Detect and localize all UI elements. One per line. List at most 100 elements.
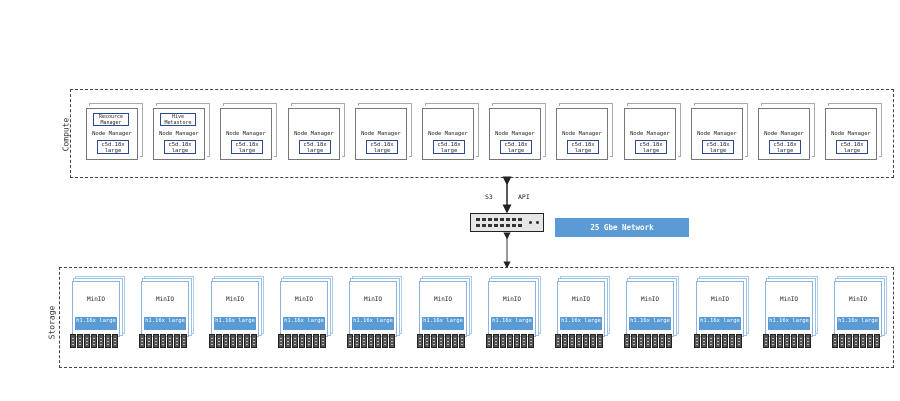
node-manager-label: Node Manager: [428, 131, 468, 137]
disk-drive-icon: [278, 334, 284, 348]
switch-port: [512, 218, 516, 221]
node-manager-label: Node Manager: [630, 131, 670, 137]
storage-instance-type: h1.16x large: [491, 317, 533, 330]
node-manager-label: Node Manager: [361, 131, 401, 137]
disk-drive-icon: [459, 334, 465, 348]
node-manager-label: Node Manager: [294, 131, 334, 137]
compute-section: [70, 89, 894, 178]
disk-drive-icon: [839, 334, 845, 348]
minio-label: MinIO: [294, 296, 314, 303]
disk-drive-icon: [555, 334, 561, 348]
disk-drives: [209, 334, 257, 348]
switch-led: [529, 221, 532, 224]
disk-drive-icon: [452, 334, 458, 348]
disk-drive-icon: [631, 334, 637, 348]
storage-instance-type: h1.16x large: [352, 317, 394, 330]
disk-drive-icon: [320, 334, 326, 348]
switch-port: [512, 224, 516, 227]
disk-drive-icon: [285, 334, 291, 348]
disk-drives: [347, 334, 395, 348]
disk-drive-icon: [659, 334, 665, 348]
compute-instance-type: c5d.18x large: [567, 140, 599, 154]
disk-drive-icon: [624, 334, 630, 348]
switch-port: [488, 218, 492, 221]
compute-instance-type: c5d.18x large: [836, 140, 868, 154]
disk-drive-icon: [521, 334, 527, 348]
compute-instance-type: c5d.18x large: [299, 140, 331, 154]
disk-drive-icon: [583, 334, 589, 348]
disk-drive-icon: [507, 334, 513, 348]
disk-drives: [763, 334, 811, 348]
minio-label: MinIO: [363, 296, 383, 303]
disk-drive-icon: [645, 334, 651, 348]
disk-drive-icon: [798, 334, 804, 348]
disk-drive-icon: [729, 334, 735, 348]
minio-label: MinIO: [571, 296, 591, 303]
node-manager-label: Node Manager: [495, 131, 535, 137]
compute-instance-type: c5d.18x large: [702, 140, 734, 154]
node-manager-label: Node Manager: [831, 131, 871, 137]
disk-drives: [694, 334, 742, 348]
minio-label: MinIO: [433, 296, 453, 303]
disk-drive-icon: [237, 334, 243, 348]
disk-drive-icon: [139, 334, 145, 348]
compute-section-label: Compute: [61, 117, 71, 152]
disk-drive-icon: [98, 334, 104, 348]
node-manager-label: Node Manager: [226, 131, 266, 137]
disk-drives: [278, 334, 326, 348]
compute-node: Node Manager c5d.18x large: [220, 108, 272, 160]
switch-port: [476, 224, 480, 227]
disk-drive-icon: [424, 334, 430, 348]
disk-drive-icon: [784, 334, 790, 348]
minio-label: MinIO: [710, 296, 730, 303]
disk-drive-icon: [666, 334, 672, 348]
compute-instance-type: c5d.18x large: [231, 140, 263, 154]
disk-drive-icon: [375, 334, 381, 348]
node-manager-label: Node Manager: [92, 131, 132, 137]
disk-drive-icon: [153, 334, 159, 348]
disk-drive-icon: [514, 334, 520, 348]
storage-node: MinIO h1.16x large: [696, 281, 744, 337]
switch-port: [500, 218, 504, 221]
compute-node: Node Manager c5d.18x large: [825, 108, 877, 160]
minio-label: MinIO: [640, 296, 660, 303]
disk-drive-icon: [832, 334, 838, 348]
switch-port: [494, 218, 498, 221]
disk-drive-icon: [230, 334, 236, 348]
disk-drive-icon: [860, 334, 866, 348]
switch-port: [482, 224, 486, 227]
disk-drive-icon: [867, 334, 873, 348]
disk-drive-icon: [846, 334, 852, 348]
disk-drive-icon: [112, 334, 118, 348]
disk-drive-icon: [84, 334, 90, 348]
s3-label: S3: [485, 193, 493, 201]
disk-drive-icon: [562, 334, 568, 348]
switch-port: [518, 218, 522, 221]
disk-drives: [832, 334, 880, 348]
disk-drive-icon: [361, 334, 367, 348]
storage-instance-type: h1.16x large: [75, 317, 117, 330]
node-manager-label: Node Manager: [764, 131, 804, 137]
storage-instance-type: h1.16x large: [699, 317, 741, 330]
disk-drive-icon: [167, 334, 173, 348]
disk-drive-icon: [763, 334, 769, 348]
disk-drive-icon: [299, 334, 305, 348]
disk-drive-icon: [486, 334, 492, 348]
switch-port: [482, 218, 486, 221]
disk-drives: [555, 334, 603, 348]
network-label: 25 Gbe Network: [555, 218, 689, 237]
disk-drive-icon: [431, 334, 437, 348]
compute-node-role: Resource Manager: [93, 113, 129, 126]
